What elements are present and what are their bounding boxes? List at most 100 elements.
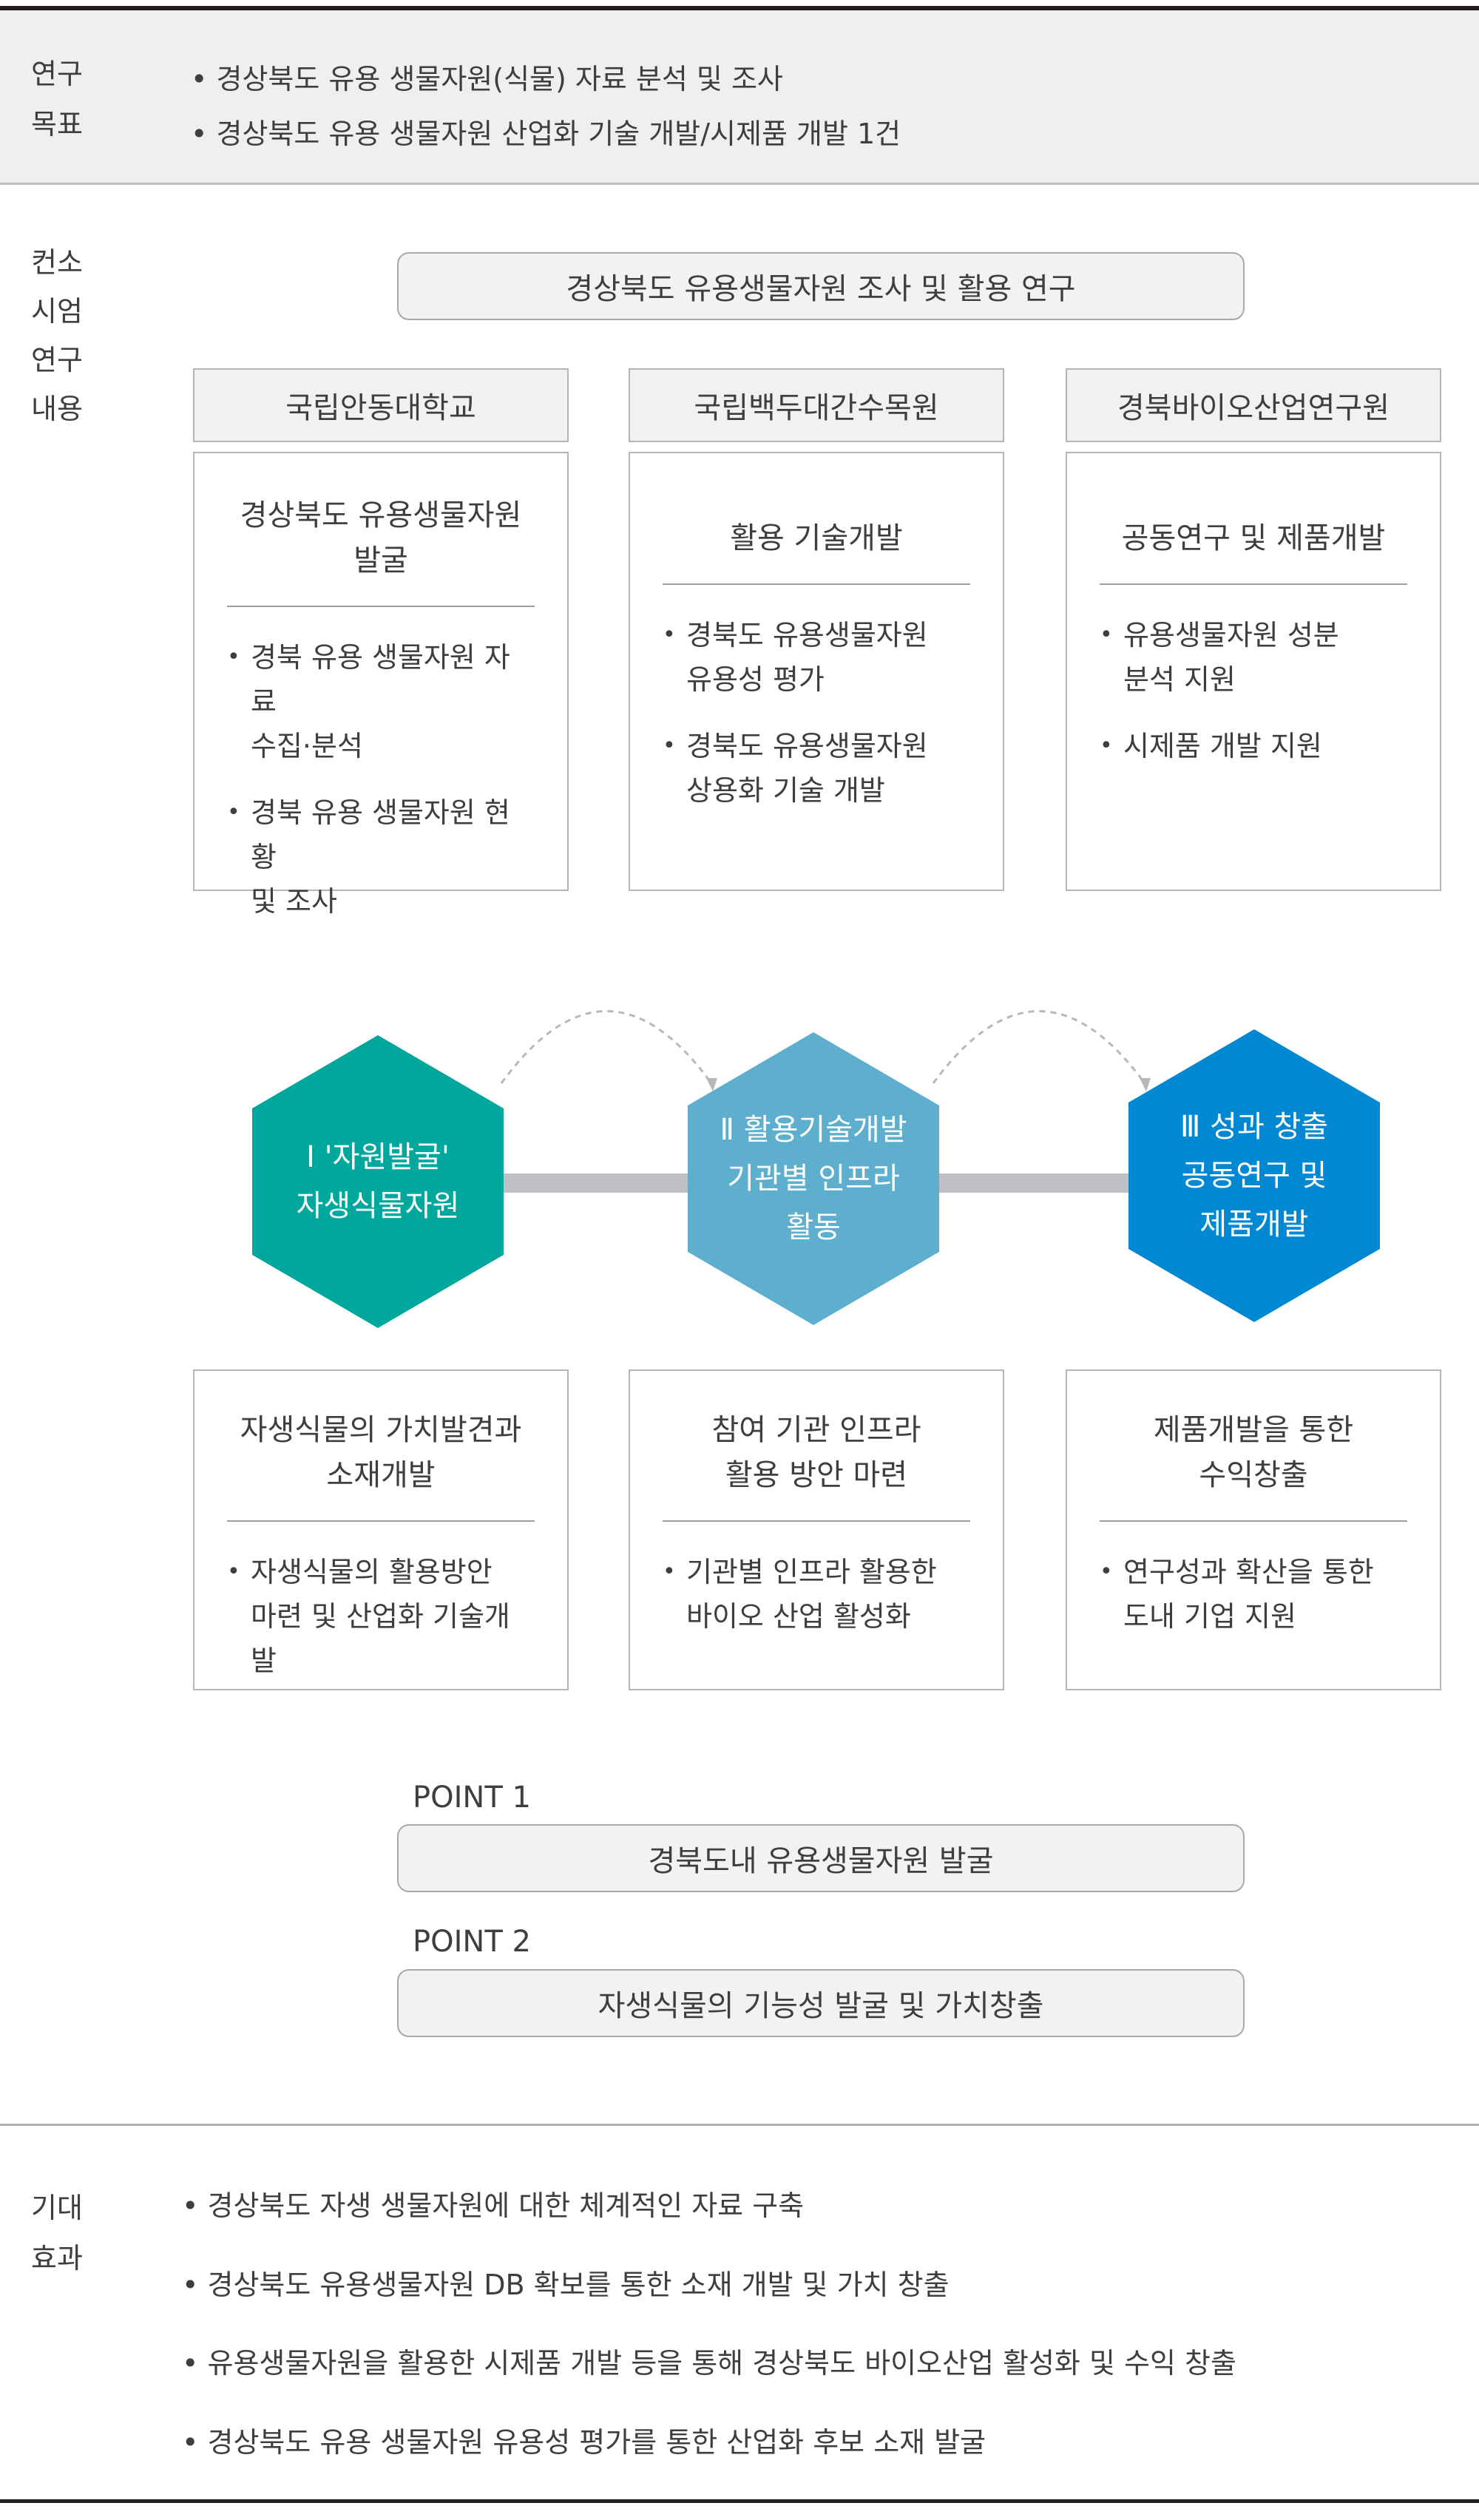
org-header: 국립백두대간수목원 — [629, 368, 1004, 442]
box-divider — [227, 1520, 535, 1522]
label-line: 효과 — [31, 2242, 83, 2275]
stage-line: Ⅰ '자원발굴' — [306, 1140, 450, 1174]
stage-line: 기관별 인프라 — [727, 1162, 900, 1196]
effect-item: 유용생물자원을 활용한 시제품 개발 등을 통해 경상북도 바이오산업 활성화 … — [182, 2340, 1236, 2381]
label-line: 목표 — [31, 108, 83, 140]
stage-line: 자생식물자원 — [296, 1189, 460, 1223]
bullet-line: 상용화 기술 개발 — [686, 774, 885, 807]
bullet-line: 및 조사 — [251, 885, 337, 918]
point-label: POINT 1 — [413, 1781, 531, 1815]
arrowhead-icon — [706, 1078, 717, 1091]
box-divider — [663, 1520, 970, 1522]
bullet-item: 경북 유용 생물자원 현황및 조사 — [227, 790, 535, 924]
label-line: 시엄 — [31, 295, 83, 328]
title-line: 소재개발 — [326, 1458, 436, 1492]
bullet-line: 연구성과 확산을 통한 — [1123, 1556, 1374, 1588]
box-divider — [1100, 1520, 1407, 1522]
bullet-line: 경북도 유용생물자원 — [686, 619, 928, 651]
label-line: 연구 — [31, 344, 83, 376]
bullet-item: 시제품 개발 지원 — [1100, 724, 1407, 768]
box-title: 활용 기술개발 — [663, 516, 970, 561]
bullet-line: 도내 기업 지원 — [1123, 1600, 1296, 1633]
label-line: 연구 — [31, 58, 83, 90]
connector-bar — [932, 1173, 1139, 1193]
bullet-line: 유용성 평가 — [686, 663, 825, 696]
bullet-line: 경북 유용 생물자원 현황 — [251, 796, 510, 873]
goal-item: 경상북도 유용 생물자원(식물) 자료 분석 및 조사 — [191, 56, 783, 97]
stage-line: Ⅱ 활용기술개발 — [720, 1113, 907, 1147]
research-goal-label: 연구 목표 — [31, 49, 105, 149]
stage-line: 활동 — [786, 1210, 841, 1244]
connector-bar — [495, 1173, 695, 1193]
stage-line: 공동연구 및 — [1181, 1159, 1327, 1193]
bullet-line: 분석 지원 — [1123, 663, 1236, 696]
title-line: 자생식물의 가치발견과 — [240, 1413, 522, 1447]
label-line: 기대 — [31, 2192, 83, 2224]
bullet-line: 수집·분석 — [251, 730, 363, 762]
title-line: 발굴 — [353, 543, 408, 578]
title-line: 경상북도 유용생물자원 — [240, 498, 522, 532]
bullet-line: 경북도 유용생물자원 — [686, 730, 928, 762]
box-title: 공동연구 및 제품개발 — [1100, 516, 1407, 561]
bullet-line: 경북 유용 생물자원 자료 — [251, 641, 510, 718]
goal-item: 경상북도 유용 생물자원 산업화 기술 개발/시제품 개발 1건 — [191, 111, 901, 152]
bullet-line: 마련 및 산업화 기술개발 — [251, 1600, 510, 1677]
label-line: 내용 — [31, 393, 83, 425]
title-line: 활용 기술개발 — [730, 521, 903, 555]
flow-arrows — [500, 1010, 1151, 1091]
box-divider — [663, 583, 970, 585]
effect-item: 경상북도 유용 생물자원 유용성 평가를 통한 산업화 후보 소재 발굴 — [182, 2419, 986, 2460]
bullet-line: 기관별 인프라 활용한 — [686, 1556, 937, 1588]
bullet-line: 자생식물의 활용방안 — [251, 1556, 493, 1588]
title-line: 활용 방안 마련 — [725, 1458, 908, 1492]
effect-item: 경상북도 유용생물자원 DB 확보를 통한 소재 개발 및 가치 창출 — [182, 2262, 950, 2303]
box-divider — [1100, 583, 1407, 585]
section-divider — [0, 2124, 1479, 2126]
title-line: 수익창출 — [1199, 1458, 1308, 1492]
title-line: 공동연구 및 제품개발 — [1121, 521, 1386, 555]
dashed-arc-arrow — [500, 1010, 713, 1084]
point-text: 자생식물의 기능성 발굴 및 가치창출 — [397, 1969, 1245, 2037]
title-line: 참여 기관 인프라 — [711, 1413, 921, 1447]
expected-effects-label: 기대 효과 — [31, 2183, 105, 2283]
project-title: 경상북도 유용생물자원 조사 및 활용 연구 — [397, 252, 1245, 320]
org-header: 경북바이오산업연구원 — [1066, 368, 1441, 442]
stage-line: Ⅲ 성과 창출 — [1180, 1110, 1329, 1144]
bottom-rule — [0, 2499, 1479, 2503]
box-divider — [227, 606, 535, 607]
title-line: 제품개발을 통한 — [1153, 1413, 1354, 1447]
bullet-line: 바이오 산업 활성화 — [686, 1600, 911, 1633]
point-label: POINT 2 — [413, 1925, 531, 1959]
label-line: 컨소 — [31, 246, 83, 279]
stage-line: 제품개발 — [1199, 1208, 1309, 1242]
top-rule — [0, 6, 1479, 10]
point-text: 경북도내 유용생물자원 발굴 — [397, 1824, 1245, 1892]
bullet-line: 유용생물자원 성분 — [1123, 619, 1339, 651]
effect-item: 경상북도 자생 생물자원에 대한 체계적인 자료 구축 — [182, 2183, 805, 2223]
bullet-line: 시제품 개발 지원 — [1123, 730, 1322, 762]
org-header: 국립안동대학교 — [193, 368, 569, 442]
research-goal-section: 연구 목표 경상북도 유용 생물자원(식물) 자료 분석 및 조사 경상북도 유… — [0, 10, 1479, 185]
dashed-arc-arrow — [932, 1010, 1146, 1084]
